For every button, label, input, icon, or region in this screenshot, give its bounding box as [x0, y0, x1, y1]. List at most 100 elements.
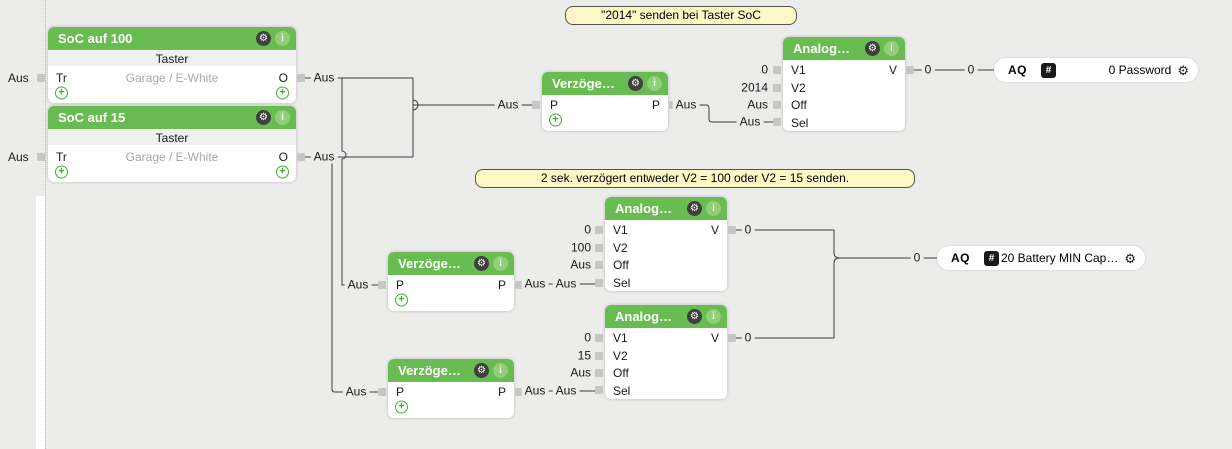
- port-connector[interactable]: [773, 66, 781, 74]
- block-delay-top[interactable]: Verzöge… ⚙ i P P +: [542, 72, 668, 131]
- port-connector[interactable]: [595, 386, 603, 394]
- param-v2-value[interactable]: 100: [570, 240, 591, 254]
- note-top[interactable]: "2014" senden bei Taster SoC: [565, 6, 797, 25]
- port-connector[interactable]: [728, 334, 736, 342]
- port-p-out: P: [497, 278, 506, 292]
- gear-icon[interactable]: ⚙: [474, 363, 489, 378]
- info-icon[interactable]: i: [275, 31, 290, 46]
- port-connector[interactable]: [297, 74, 305, 82]
- block-analog-mid[interactable]: Analog… ⚙ i V1 V2 Off Sel V: [605, 197, 727, 291]
- gear-icon[interactable]: ⚙: [687, 309, 702, 324]
- wire-state: Aus: [521, 277, 549, 291]
- add-input-icon[interactable]: +: [55, 86, 68, 100]
- port-v1: V1: [613, 223, 628, 237]
- output-battery[interactable]: AQ # 20 Battery MIN Cap… ⚙: [937, 246, 1145, 270]
- block-title: Analog…: [793, 41, 851, 56]
- wire-state: 0: [910, 251, 924, 265]
- block-taster-soc100[interactable]: SoC auf 100 ⚙ i Taster Tr Garage / E-Whi…: [48, 27, 296, 103]
- port-connector[interactable]: [773, 101, 781, 109]
- port-connector[interactable]: [595, 261, 603, 269]
- gear-icon[interactable]: ⚙: [1177, 62, 1189, 78]
- port-connector[interactable]: [532, 101, 540, 109]
- param-v1-value[interactable]: 0: [584, 330, 591, 345]
- block-type-label: Taster: [48, 129, 296, 145]
- port-connector[interactable]: [515, 281, 523, 289]
- add-input-icon[interactable]: +: [549, 113, 562, 127]
- block-header[interactable]: SoC auf 100 ⚙ i: [48, 27, 296, 50]
- port-connector[interactable]: [297, 153, 305, 161]
- wire-state: Aus: [552, 384, 580, 398]
- gear-icon[interactable]: ⚙: [474, 256, 489, 271]
- block-analog-bot[interactable]: Analog… ⚙ i V1 V2 Off Sel V: [605, 305, 727, 399]
- block-header[interactable]: Analog… ⚙ i: [605, 305, 727, 328]
- port-v2: V2: [613, 240, 628, 255]
- block-header[interactable]: Verzöge… ⚙ i: [388, 359, 514, 382]
- block-taster-soc15[interactable]: SoC auf 15 ⚙ i Taster Tr Garage / E-Whit…: [48, 106, 296, 182]
- output-password[interactable]: AQ # 0 Password ⚙: [994, 58, 1198, 82]
- block-title: SoC auf 100: [58, 31, 133, 46]
- port-connector[interactable]: [515, 388, 523, 396]
- block-title: Verzöge…: [398, 256, 461, 271]
- gear-icon[interactable]: ⚙: [687, 201, 702, 216]
- port-connector[interactable]: [728, 226, 736, 234]
- port-connector[interactable]: [595, 279, 603, 287]
- param-off-value[interactable]: Aus: [570, 365, 591, 380]
- block-header[interactable]: Analog… ⚙ i: [605, 197, 727, 220]
- param-v2-value[interactable]: 2014: [741, 80, 768, 94]
- port-connector[interactable]: [773, 84, 781, 92]
- param-v1-value[interactable]: 0: [761, 62, 768, 77]
- port-connector[interactable]: [595, 369, 603, 377]
- gear-icon[interactable]: ⚙: [628, 76, 643, 91]
- port-p-out: P: [651, 98, 660, 112]
- port-connector[interactable]: [37, 153, 45, 161]
- info-icon[interactable]: i: [275, 110, 290, 125]
- wire-state: Aus: [310, 71, 338, 85]
- info-icon[interactable]: i: [706, 309, 721, 324]
- port-v1: V1: [791, 63, 806, 77]
- param-v2-value[interactable]: 15: [577, 348, 591, 362]
- wire-state: Aus: [552, 277, 580, 291]
- block-delay-bot[interactable]: Verzöge… ⚙ i P P +: [388, 359, 514, 418]
- port-connector[interactable]: [37, 74, 45, 82]
- page-divider: [45, 0, 46, 449]
- note-middle[interactable]: 2 sek. verzögert entweder V2 = 100 oder …: [475, 169, 915, 188]
- info-icon[interactable]: i: [493, 363, 508, 378]
- info-icon[interactable]: i: [884, 41, 899, 56]
- port-connector[interactable]: [595, 226, 603, 234]
- add-output-icon[interactable]: +: [276, 86, 289, 100]
- add-input-icon[interactable]: +: [395, 400, 408, 414]
- block-header[interactable]: Verzöge… ⚙ i: [542, 72, 668, 95]
- block-header[interactable]: Analog… ⚙ i: [783, 37, 905, 60]
- port-off: Off: [613, 258, 629, 272]
- add-input-icon[interactable]: +: [395, 293, 408, 307]
- info-icon[interactable]: i: [706, 201, 721, 216]
- port-connector[interactable]: [378, 388, 386, 396]
- gear-icon[interactable]: ⚙: [256, 110, 271, 125]
- port-connector[interactable]: [595, 352, 603, 360]
- port-v2: V2: [791, 80, 806, 95]
- block-delay-mid[interactable]: Verzöge… ⚙ i P P +: [388, 252, 514, 311]
- port-connector[interactable]: [595, 334, 603, 342]
- block-header[interactable]: SoC auf 15 ⚙ i: [48, 106, 296, 129]
- info-icon[interactable]: i: [493, 256, 508, 271]
- param-off-value[interactable]: Aus: [747, 97, 768, 112]
- block-description: Garage / E-White: [125, 71, 219, 85]
- port-connector[interactable]: [773, 118, 781, 126]
- output-type-label: AQ: [951, 251, 970, 265]
- gear-icon[interactable]: ⚙: [865, 41, 880, 56]
- port-connector[interactable]: [906, 66, 914, 74]
- port-connector[interactable]: [378, 281, 386, 289]
- port-off: Off: [791, 98, 807, 112]
- block-title: Analog…: [615, 309, 673, 324]
- block-analog-top[interactable]: Analog… ⚙ i V1 V2 Off Sel V: [783, 37, 905, 131]
- add-input-icon[interactable]: +: [55, 165, 68, 179]
- gear-icon[interactable]: ⚙: [256, 31, 271, 46]
- gear-icon[interactable]: ⚙: [1124, 250, 1136, 266]
- info-icon[interactable]: i: [647, 76, 662, 91]
- param-off-value[interactable]: Aus: [570, 257, 591, 272]
- block-header[interactable]: Verzöge… ⚙ i: [388, 252, 514, 275]
- port-connector[interactable]: [595, 244, 603, 252]
- wire-state: Aus: [521, 384, 549, 398]
- param-v1-value[interactable]: 0: [584, 222, 591, 237]
- add-output-icon[interactable]: +: [276, 165, 289, 179]
